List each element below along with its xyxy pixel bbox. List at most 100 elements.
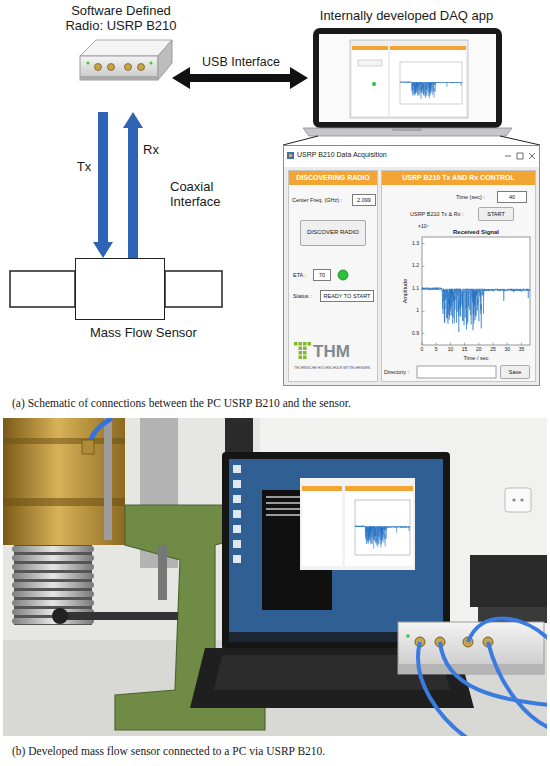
- axis-title: Time / sec: [463, 355, 488, 361]
- lab-photo: [12, 573, 94, 579]
- laptop-image: [358, 60, 382, 66]
- tick-mark: [422, 243, 425, 244]
- axis-title: Amplitude: [402, 279, 408, 303]
- field-label: Center Freq. (GHz) :: [292, 197, 342, 203]
- lab-photo: [406, 634, 410, 638]
- laptop-image: [390, 46, 466, 116]
- block-arrow: [172, 67, 308, 89]
- field-label: Time (sec) :: [456, 194, 485, 200]
- device-heading: Software Defined Radio: USRP B210: [59, 3, 183, 34]
- usrp-device-image: [158, 40, 172, 80]
- tick-label: 25: [490, 347, 496, 353]
- input-field: 2.099: [352, 194, 376, 206]
- tick-label: 35: [519, 347, 525, 353]
- lab-photo: [468, 619, 547, 643]
- lab-photo: [266, 514, 300, 516]
- laptop-image: [319, 34, 496, 122]
- app-window-ground: [289, 154, 292, 157]
- lab-photo: [12, 555, 94, 561]
- lab-photo: [345, 486, 413, 491]
- usrp-device-image: [138, 64, 145, 71]
- lab-photo: [470, 555, 547, 607]
- laptop-image: [400, 62, 462, 104]
- figure-caption: (b) Developed mass flow sensor connected…: [12, 745, 325, 758]
- usrp-device-image: [80, 76, 158, 80]
- mini-signal: [400, 82, 462, 99]
- thm-logo-grid: [294, 342, 298, 346]
- laptop-image: [352, 46, 388, 50]
- tick-mark: [422, 311, 425, 312]
- tick-label: 1.2: [412, 263, 419, 269]
- lab-photo: [60, 612, 178, 620]
- lab-photo: [12, 582, 94, 588]
- lab-photo: [3, 418, 547, 736]
- mini-signal: [400, 82, 462, 99]
- usrp-device-image: [108, 64, 115, 71]
- laptop: Internally developed DAQ app: [308, 26, 505, 138]
- lab-photo: [233, 510, 241, 518]
- lab-photo: [300, 478, 415, 570]
- thm-logo-grid: [299, 356, 303, 360]
- signal-plot: [422, 237, 530, 345]
- tick-label: 20: [476, 347, 482, 353]
- app-window-ground: [529, 153, 535, 159]
- tick-mark: [422, 333, 425, 334]
- thm-logo-grid: [299, 347, 303, 351]
- button-label: Save: [509, 369, 522, 376]
- tick-mark: [507, 343, 508, 346]
- tick-label: 1: [416, 308, 419, 314]
- field-value: 2.099: [357, 197, 371, 204]
- tick-mark: [436, 343, 437, 346]
- laptop-image: [350, 40, 468, 118]
- push-button: Save: [500, 365, 530, 379]
- thm-logo-grid: [303, 351, 307, 355]
- lab-photo: [345, 486, 413, 566]
- lab-photo: [229, 459, 443, 642]
- laptop-image: [352, 46, 388, 116]
- window-title: USRP B210 Data Acquisition: [284, 146, 539, 164]
- lab-photo: [233, 480, 241, 488]
- lab-photo: [233, 495, 241, 503]
- lab-photo: [302, 486, 342, 491]
- laptop-image: [372, 82, 376, 86]
- mini-signal: [355, 526, 410, 549]
- tick-mark: [478, 343, 479, 346]
- received-signal: [422, 287, 530, 332]
- tick-label: 15: [462, 347, 468, 353]
- input-field: 70: [313, 269, 331, 281]
- lab-photo: [233, 525, 241, 533]
- lab-photo: [12, 600, 94, 606]
- edge-label: Tx: [76, 160, 92, 175]
- lab-photo: [355, 500, 410, 555]
- thm-logo-grid: [303, 356, 307, 360]
- tick-mark: [422, 266, 425, 267]
- block-arrow: [93, 112, 113, 258]
- button-label: DISCOVER RADIO: [307, 229, 359, 236]
- lab-photo: [82, 440, 94, 454]
- app-window-ground: [381, 170, 536, 382]
- lab-photo: [52, 608, 68, 624]
- lab-photo: [505, 488, 531, 512]
- edge-label: Rx: [142, 143, 160, 158]
- button-label: START: [487, 211, 505, 218]
- sensor-pipe: [10, 271, 75, 307]
- app-window-ground: [529, 153, 535, 159]
- field-label: Directory :: [384, 369, 409, 375]
- tick-label: 0: [421, 347, 424, 353]
- app-window-ground: [284, 146, 539, 167]
- interface-label: Coaxial Interface: [170, 180, 232, 210]
- lab-photo: [12, 591, 94, 597]
- tick-label: 0.9: [412, 331, 419, 337]
- laptop-image: [390, 46, 466, 50]
- app-window-ground: [283, 145, 540, 386]
- tick-label: 10: [448, 347, 454, 353]
- lab-photo: [520, 498, 523, 501]
- zoom-line: [283, 136, 540, 145]
- field-label: ETA :: [293, 272, 306, 278]
- tick-mark: [464, 343, 465, 346]
- laptop-image: [313, 28, 502, 128]
- push-button: START: [478, 207, 514, 221]
